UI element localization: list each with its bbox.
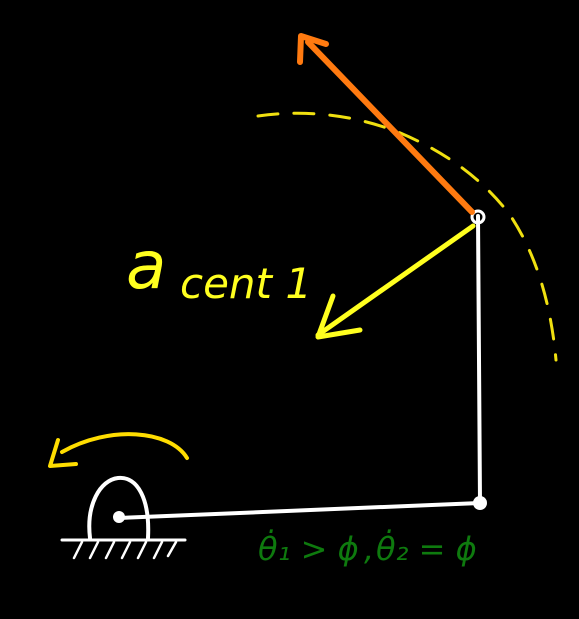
link-1 bbox=[116, 501, 482, 520]
end-effector-path-curve bbox=[256, 111, 558, 362]
end-joint-icon bbox=[470, 209, 486, 225]
centripetal-accel-subscript: cent 1 bbox=[180, 259, 312, 308]
rotation-direction-arrow bbox=[48, 432, 189, 468]
base-joint-icon bbox=[113, 511, 125, 523]
condition-theta2: θ̇₂ = ϕ bbox=[376, 529, 477, 568]
linkage bbox=[60, 209, 487, 560]
centripetal-acceleration-arrow bbox=[315, 223, 476, 340]
link-2 bbox=[476, 214, 482, 505]
pin-support-icon bbox=[87, 475, 151, 540]
centripetal-accel-label: a bbox=[126, 227, 166, 304]
condition-theta1: θ̇₁ > ϕ bbox=[258, 529, 359, 568]
elbow-joint-icon bbox=[473, 496, 487, 510]
condition-separator: , bbox=[364, 530, 374, 568]
velocity-arrow bbox=[297, 33, 475, 215]
ground-hatching bbox=[72, 540, 178, 560]
